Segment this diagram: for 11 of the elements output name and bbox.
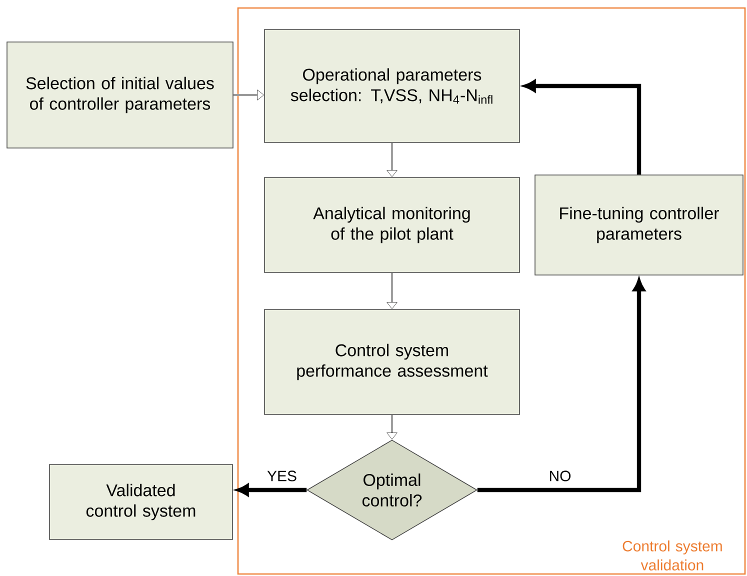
process-box: Operational parameters selection: T,VSS, NH$_{4}$-N$_{infl}$	[264, 29, 520, 143]
process-box: Fine-tuning controller parameters	[534, 174, 744, 276]
edge-label: YES	[267, 470, 296, 482]
arrow	[386, 272, 398, 309]
arrow	[386, 414, 398, 440]
process-box: Control system performance assessment	[264, 309, 520, 415]
process-box: Selection of initial values of controller parameters	[6, 42, 234, 148]
arrow	[233, 90, 264, 100]
process-box: Validated control system	[49, 464, 233, 540]
arrow	[386, 142, 398, 177]
process-box: Analytical monitoring of the pilot plant	[264, 177, 520, 273]
